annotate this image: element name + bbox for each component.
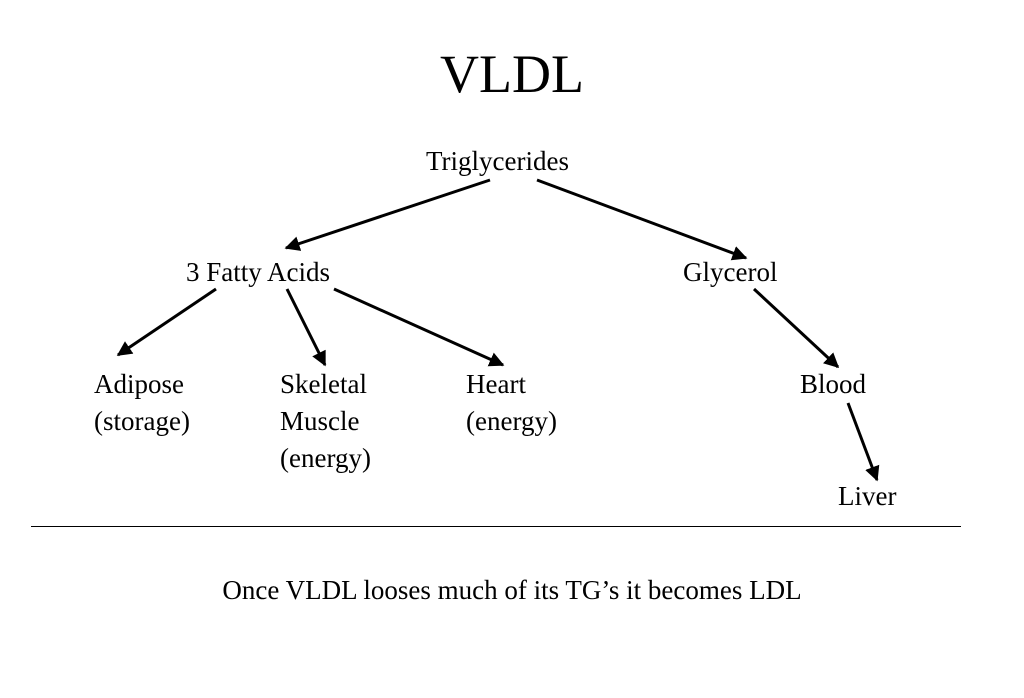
- node-heart: Heart (energy): [466, 366, 557, 440]
- arrow-fatty-acids-to-heart: [333, 287, 505, 367]
- node-skeletal-muscle-note: (energy): [280, 443, 371, 473]
- node-heart-note: (energy): [466, 406, 557, 436]
- arrow-fatty-acids-to-skeletal-muscle: [285, 288, 327, 367]
- node-adipose-note: (storage): [94, 406, 190, 436]
- node-liver: Liver: [838, 481, 897, 511]
- divider-line: [31, 526, 961, 527]
- node-triglycerides: Triglycerides: [426, 146, 569, 176]
- node-adipose-label: Adipose: [94, 369, 184, 399]
- footnote-text: Once VLDL looses much of its TG’s it bec…: [222, 575, 802, 605]
- node-glycerol: Glycerol: [683, 257, 778, 287]
- arrow-glycerol-to-blood: [752, 287, 840, 369]
- node-skeletal-muscle-label-1: Skeletal: [280, 369, 367, 399]
- node-fatty-acids: 3 Fatty Acids: [186, 257, 331, 287]
- node-blood: Blood: [800, 369, 867, 399]
- arrow-blood-to-liver: [846, 402, 880, 482]
- slide-title: VLDL: [440, 44, 584, 104]
- node-adipose: Adipose (storage): [94, 366, 190, 440]
- arrow-fatty-acids-to-adipose: [116, 287, 217, 357]
- arrow-triglycerides-to-glycerol: [536, 178, 748, 261]
- node-heart-label: Heart: [466, 369, 526, 399]
- arrow-triglycerides-to-fatty-acids: [284, 178, 491, 251]
- node-skeletal-muscle-label-2: Muscle: [280, 406, 360, 436]
- node-skeletal-muscle: Skeletal Muscle (energy): [280, 366, 371, 477]
